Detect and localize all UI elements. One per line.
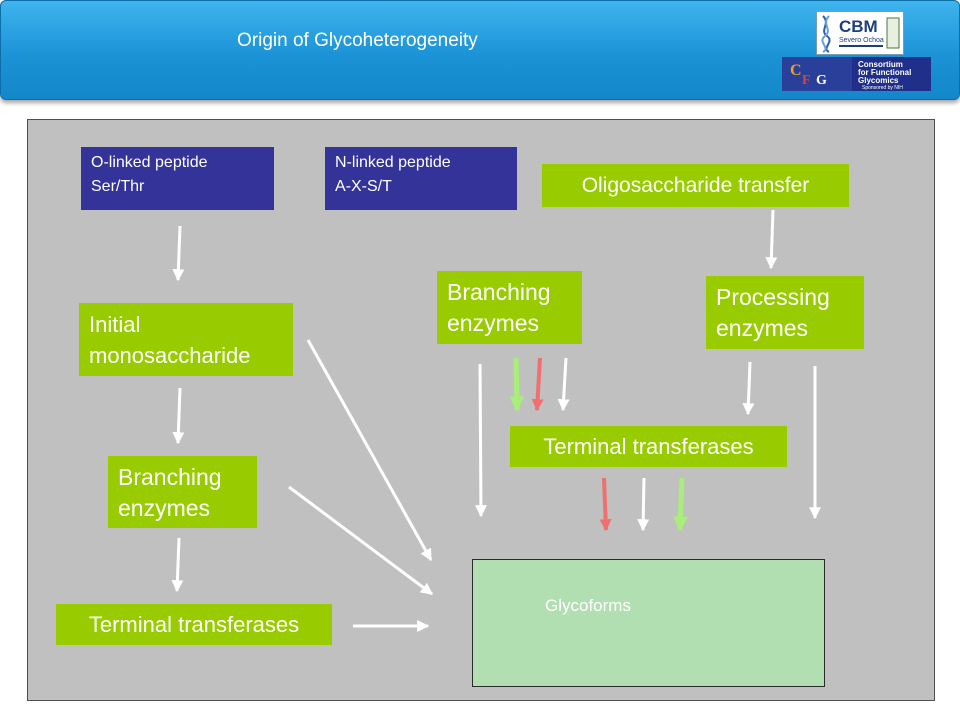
cbm-logo: CBM Severo Ochoa (816, 11, 904, 55)
glycoforms-box: Glycoforms (472, 559, 825, 687)
terminal-transferases-right-box: Terminal transferases (510, 426, 787, 467)
n-linked-peptide-box: N-linked peptide A-X-S/T (325, 147, 517, 210)
arrow-branching-to-glycoforms (288, 485, 433, 596)
svg-text:Glycomics: Glycomics (858, 76, 899, 85)
branching-left-line2: enzymes (118, 495, 211, 521)
arrow-initial-to-branching (172, 387, 185, 445)
terminal-transferases-left-box: Terminal transferases (56, 604, 332, 645)
page-title: Origin of Glycoheterogeneity (237, 30, 478, 51)
o-linked-peptide-box: O-linked peptide Ser/Thr (81, 147, 274, 210)
o-linked-line1: O-linked peptide (91, 154, 208, 171)
arrow-red-branching (531, 357, 544, 412)
branching-right-line1: Branching (447, 279, 551, 305)
glycoforms-label: Glycoforms (545, 596, 631, 615)
initial-mono-line1: Initial (89, 312, 141, 337)
svg-text:Severo Ochoa: Severo Ochoa (839, 37, 884, 44)
processing-line1: Processing (716, 284, 830, 310)
arrow-white-branching (557, 357, 570, 412)
n-linked-line1: N-linked peptide (335, 154, 451, 171)
o-linked-line2: Ser/Thr (91, 178, 145, 195)
svg-text:for Functional: for Functional (858, 68, 911, 77)
branching-left-line1: Branching (118, 464, 222, 490)
svg-text:CBM: CBM (839, 17, 878, 36)
arrow-oLinked-to-initial (172, 225, 185, 282)
arrow-branching-to-terminal (171, 537, 184, 593)
arrow-processing-to-terminal (742, 361, 755, 416)
arrow-initial-to-glycoforms (306, 339, 433, 562)
title-banner: Origin of Glycoheterogeneity CBM Severo … (0, 0, 960, 100)
n-linked-line2: A-X-S/T (335, 178, 392, 195)
cfg-logo: C F G Consortium for Functional Glycomic… (782, 57, 931, 91)
svg-text:Consortium: Consortium (858, 60, 903, 69)
arrow-white-terminal (637, 477, 650, 532)
arrow-green-branching (509, 357, 525, 412)
arrow-red-terminal (599, 477, 612, 532)
initial-monosaccharide-box: Initial monosaccharide (79, 303, 293, 376)
branching-right-line2: enzymes (447, 310, 540, 336)
cfg-letter-c: C (790, 62, 802, 79)
svg-text:Sponsored by NIH: Sponsored by NIH (862, 85, 903, 91)
branching-enzymes-left-box: Branching enzymes (108, 456, 257, 528)
cfg-letter-f: F (802, 73, 811, 88)
arrow-branching-to-glycoforms-direct (474, 363, 487, 518)
branching-enzymes-right-box: Branching enzymes (437, 271, 582, 344)
arrow-green-terminal (673, 477, 689, 532)
cfg-letter-g: G (816, 73, 827, 88)
arrow-oligo-to-processing (765, 209, 778, 270)
processing-enzymes-box: Processing enzymes (706, 276, 864, 349)
initial-mono-line2: monosaccharide (89, 343, 251, 368)
processing-line2: enzymes (716, 315, 809, 341)
oligosaccharide-transfer-box: Oligosaccharide transfer (542, 164, 849, 207)
